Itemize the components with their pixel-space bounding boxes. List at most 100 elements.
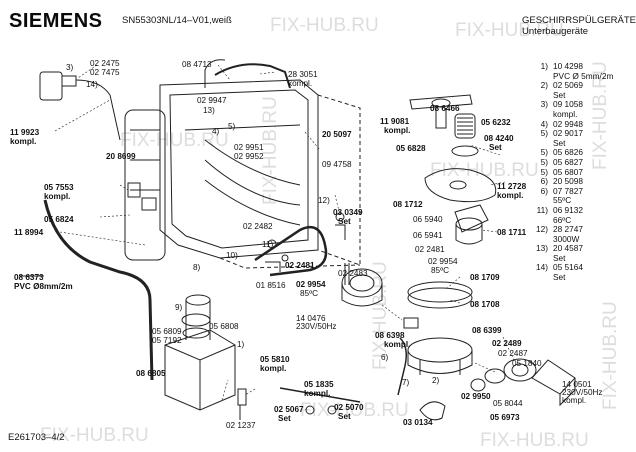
part-label: 4) — [212, 127, 220, 136]
part-label: 12) — [318, 196, 330, 205]
part-label: 6) — [381, 353, 389, 362]
part-label: 8) — [193, 263, 201, 272]
part-label: 08 4713 — [182, 60, 212, 69]
legend-item: 14)05 5164 — [532, 263, 632, 273]
part-label: 08 1709 — [470, 273, 500, 282]
legend-item-note: Set — [553, 272, 566, 283]
part-label: 09 4758 — [322, 160, 352, 169]
drain-hose — [43, 199, 154, 381]
legend-item-code: 28 2747 — [553, 224, 583, 235]
legend-item-number: 1) — [540, 61, 548, 71]
tub-body — [159, 79, 361, 269]
part-label: 230V/50Hz — [296, 322, 337, 331]
legend-item-code: 02 5069 — [553, 80, 583, 91]
spray-arm-hub — [454, 204, 489, 245]
legend-item-number: 4) — [540, 118, 548, 129]
legend-item-code: 05 6827 — [553, 156, 583, 167]
part-label: 05 6824 — [44, 215, 74, 224]
legend-item-note: Set — [553, 89, 566, 100]
upper-spray-arm — [409, 94, 473, 129]
legend-item-number: 5) — [540, 128, 548, 139]
part-label: 20 8699 — [106, 152, 136, 161]
part-label: Set — [489, 143, 502, 152]
legend-item-number: 5) — [540, 156, 548, 167]
watermark-text: FIX-HUB.RU — [120, 130, 229, 151]
part-label: 11 9923 — [10, 128, 40, 137]
legend-item-number: 5) — [540, 166, 548, 177]
legend-item-note: Set — [553, 252, 566, 263]
legend-item-number: 14) — [536, 262, 548, 273]
part-label: 13) — [203, 106, 215, 115]
legend-item-note: kompl. — [553, 108, 578, 119]
part-label: 11) — [262, 240, 274, 249]
part-label: 08 6398 — [375, 331, 405, 340]
part-label: 08 6805 — [136, 369, 166, 378]
part-label: 3) — [66, 63, 74, 72]
part-label: 05 7192 — [152, 336, 182, 345]
part-label: 02 9947 — [197, 96, 227, 105]
drawing-id: E261703–4/2 — [8, 432, 65, 443]
part-label: 02 9954 — [428, 257, 458, 266]
part-label: 08 6399 — [472, 326, 502, 335]
part-label: 85ºC — [431, 266, 450, 275]
filter-assembly — [407, 281, 473, 375]
part-label: 2) — [432, 376, 440, 385]
part-label: 9) — [175, 303, 183, 312]
part-label: 01 8516 — [256, 281, 286, 290]
legend-item-note: PVC Ø 5mm/2m — [553, 70, 614, 81]
legend-item: 11) 06 9132 — [532, 204, 632, 216]
water-softener — [124, 109, 166, 261]
part-label: kompl. — [497, 191, 524, 200]
part-label: 14) — [86, 80, 98, 89]
lower-spray-arm — [424, 168, 497, 203]
inlet-valve — [39, 71, 121, 141]
part-label: kompl. — [44, 192, 71, 201]
drain-pump — [503, 358, 576, 407]
legend-item-note: 55ºC — [553, 195, 572, 206]
part-label: 05 6973 — [490, 413, 520, 422]
part-label: 03 0134 — [403, 418, 433, 427]
legend-item-code: 06 9132 — [553, 204, 583, 215]
part-label: kompl. — [10, 137, 37, 146]
spring-part — [454, 113, 476, 139]
legend-item-note: 66ºC — [553, 214, 572, 225]
part-label: 20 5097 — [322, 130, 352, 139]
part-label: 02 5067 — [274, 405, 304, 414]
legend-item-number: 11) — [536, 204, 548, 215]
part-label: 1) — [237, 340, 245, 349]
heater-pipe — [254, 225, 328, 277]
legend-item-code: 20 5098 — [553, 176, 583, 187]
part-label: kompl. — [304, 389, 331, 398]
part-label: 14 0476 — [296, 314, 326, 323]
legend-item-note: 3000W — [553, 233, 580, 244]
part-label: 08 1708 — [470, 300, 500, 309]
part-label: 03 0349 — [333, 208, 363, 217]
part-label: 14 0501 — [562, 380, 592, 389]
watermark-text: FIX-HUB.RU — [455, 20, 564, 41]
legend-item-code: 07 7827 — [553, 185, 583, 196]
part-label: 02 5070 — [334, 403, 364, 412]
legend-item: 5) 02 9017 — [532, 129, 632, 139]
part-label: 11 8994 — [14, 228, 44, 237]
part-label: 02 9951 — [234, 143, 264, 152]
watermark-text: FIX-HUB.RU — [430, 160, 539, 181]
legend-item: 6)20 5098 — [532, 177, 632, 187]
part-label: 06 5940 — [413, 215, 443, 224]
legend-item-code: 02 9017 — [553, 128, 583, 139]
legend-item-number: 12) — [536, 224, 548, 235]
part-label: 02 9950 — [461, 392, 491, 401]
pump-housing — [164, 294, 236, 411]
part-label: 02 2481 — [285, 261, 315, 270]
watermark-text: FIX-HUB.RU — [40, 425, 149, 446]
part-label: 11 9081 — [380, 117, 410, 126]
legend-item-note: Set — [553, 137, 566, 148]
legend-item: 5) 05 6827 — [532, 156, 632, 168]
legend-item: 5)05 6826 — [532, 148, 632, 158]
part-label: 05 6828 — [396, 144, 426, 153]
part-label: 10) — [226, 251, 238, 260]
model-number: SN55303NL/14–V01,weiß — [122, 15, 232, 26]
part-label: 08 6466 — [430, 104, 460, 113]
part-label: 08 6373 — [14, 273, 44, 282]
legend-item-code: 05 6807 — [553, 166, 583, 177]
